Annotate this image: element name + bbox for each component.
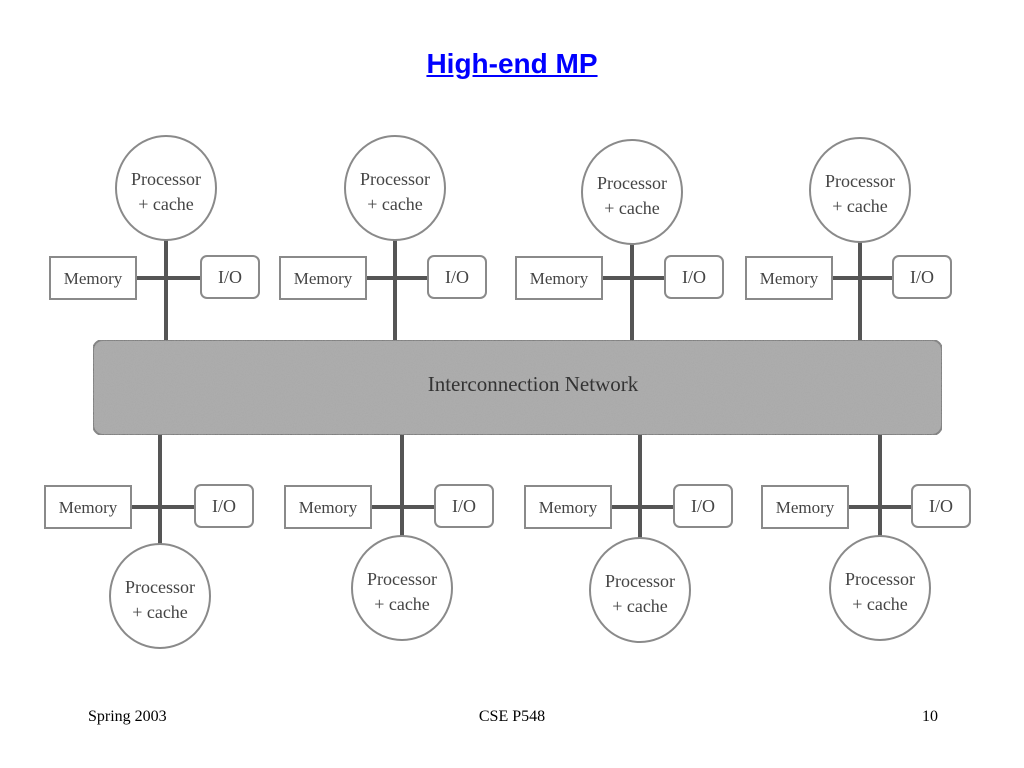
cache-label: + cache	[374, 594, 430, 614]
interconnection-network	[92, 339, 943, 436]
memory-box	[279, 256, 367, 300]
io-box	[664, 255, 724, 299]
memory-box	[745, 256, 833, 300]
interconnection-network-label: Interconnection Network	[428, 372, 639, 396]
memory-label: Memory	[530, 269, 589, 288]
processor-cache-circle	[589, 537, 691, 643]
processor-cache-circle	[351, 535, 453, 641]
io-box	[892, 255, 952, 299]
memory-box	[44, 485, 132, 529]
slide-title: High-end MP	[426, 48, 598, 79]
processor-cache-circle	[581, 139, 683, 245]
processor-cache-circle	[809, 137, 911, 243]
memory-box	[515, 256, 603, 300]
processor-node: Processor + cache Memory I/O	[44, 484, 254, 649]
io-label: I/O	[212, 496, 236, 516]
memory-label: Memory	[299, 498, 358, 517]
processor-label: Processor	[825, 171, 895, 191]
memory-box	[524, 485, 612, 529]
footer-course: CSE P548	[478, 708, 546, 725]
memory-label: Memory	[64, 269, 123, 288]
footer-date: Spring 2003	[88, 708, 167, 725]
io-box	[434, 484, 494, 528]
cache-label: + cache	[138, 194, 194, 214]
processor-node: Processor + cache Memory I/O	[761, 484, 971, 641]
io-label: I/O	[929, 496, 953, 516]
memory-box	[761, 485, 849, 529]
processor-label: Processor	[367, 569, 437, 589]
io-label: I/O	[682, 267, 706, 287]
processor-label: Processor	[605, 571, 675, 591]
io-box	[673, 484, 733, 528]
io-box	[200, 255, 260, 299]
io-label: I/O	[910, 267, 934, 287]
processor-label: Processor	[125, 577, 195, 597]
memory-label: Memory	[760, 269, 819, 288]
processor-label: Processor	[845, 569, 915, 589]
memory-box	[284, 485, 372, 529]
processor-cache-circle	[344, 135, 446, 241]
cache-label: + cache	[604, 198, 660, 218]
io-label: I/O	[445, 267, 469, 287]
processor-label: Processor	[131, 169, 201, 189]
memory-label: Memory	[776, 498, 835, 517]
connection-lines	[130, 240, 912, 544]
memory-label: Memory	[59, 498, 118, 517]
processor-node: Processor + cache Memory I/O	[284, 484, 494, 641]
cache-label: + cache	[832, 196, 888, 216]
processor-cache-circle	[115, 135, 217, 241]
io-box	[194, 484, 254, 528]
processor-node: Processor + cache Memory I/O	[524, 484, 733, 643]
processor-cache-circle	[109, 543, 211, 649]
cache-label: + cache	[852, 594, 908, 614]
io-label: I/O	[218, 267, 242, 287]
processor-label: Processor	[360, 169, 430, 189]
io-label: I/O	[691, 496, 715, 516]
io-box	[427, 255, 487, 299]
processor-label: Processor	[597, 173, 667, 193]
cache-label: + cache	[612, 596, 668, 616]
io-box	[911, 484, 971, 528]
footer-page-number: 10	[922, 708, 938, 725]
processor-cache-circle	[829, 535, 931, 641]
memory-box	[49, 256, 137, 300]
memory-label: Memory	[539, 498, 598, 517]
cache-label: + cache	[132, 602, 188, 622]
memory-label: Memory	[294, 269, 353, 288]
cache-label: + cache	[367, 194, 423, 214]
io-label: I/O	[452, 496, 476, 516]
